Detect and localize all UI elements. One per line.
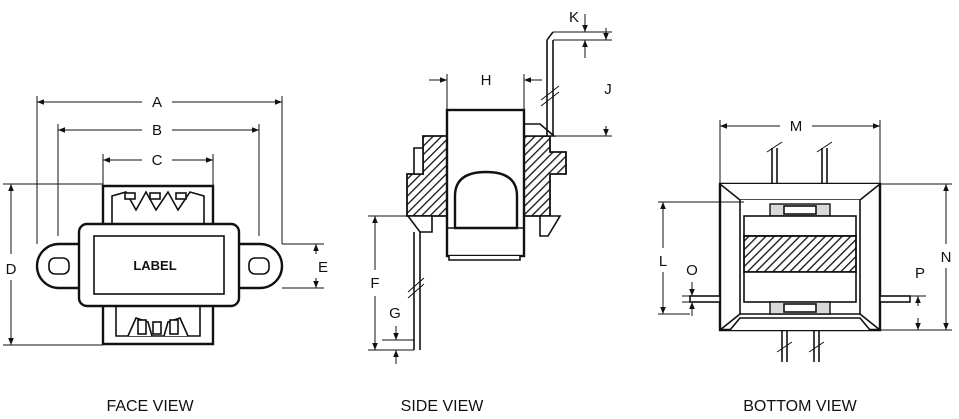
mount-tab-right <box>879 295 911 303</box>
dim-P: P <box>915 265 925 282</box>
top-slot-1 <box>124 192 136 200</box>
dim-O: O <box>686 262 698 279</box>
top-terminal-slots <box>111 190 205 226</box>
core-clamp-right <box>523 123 557 137</box>
core-laminations-right <box>523 135 567 217</box>
housing-bottom-bevel <box>719 313 881 331</box>
core-clamp-left <box>413 147 424 175</box>
dim-E: E <box>318 259 328 276</box>
mount-clip-right <box>539 215 562 237</box>
mount-clip-left <box>406 215 433 233</box>
bottom-slot-3 <box>169 319 179 335</box>
bottom-view: M N L O P BOTTOM VIEW <box>658 118 952 415</box>
winding-hatched <box>743 235 857 273</box>
label-panel <box>93 235 225 295</box>
face-view: LABEL A B C D E FACE VIEW <box>3 94 328 415</box>
dim-N: N <box>941 249 952 266</box>
dim-B: B <box>152 122 162 139</box>
dim-H: H <box>481 72 492 89</box>
bottom-slot-1 <box>137 319 147 335</box>
dim-M: M <box>790 118 803 135</box>
winding-bottom-band <box>743 271 857 303</box>
mounting-hole-right <box>248 257 270 275</box>
bobbin-window <box>453 170 519 230</box>
dim-F: F <box>370 275 379 292</box>
side-view: H K J F G SIDE VIEW <box>368 9 612 415</box>
dim-G: G <box>389 305 401 322</box>
dim-C: C <box>152 152 163 169</box>
dim-J: J <box>604 81 612 98</box>
mounting-hole-left <box>48 257 70 275</box>
dim-A: A <box>152 94 162 111</box>
face-view-caption: FACE VIEW <box>106 398 194 415</box>
top-slot-2 <box>149 192 161 200</box>
dim-D: D <box>6 261 17 278</box>
dim-K: K <box>569 9 579 26</box>
label-text: LABEL <box>133 258 176 273</box>
bottom-slot-2 <box>152 321 162 335</box>
upper-lead-break <box>540 85 560 101</box>
bobbin-feet <box>448 256 521 261</box>
lower-lead-break <box>407 277 425 293</box>
side-view-caption: SIDE VIEW <box>401 398 485 415</box>
top-slot-3 <box>175 192 187 200</box>
core-laminations-left <box>406 135 448 217</box>
mount-tab-left <box>689 295 721 303</box>
winding-top-band <box>743 215 857 237</box>
housing-top-bevel <box>719 183 881 201</box>
dim-L: L <box>659 253 667 270</box>
bottom-view-caption: BOTTOM VIEW <box>743 398 857 415</box>
